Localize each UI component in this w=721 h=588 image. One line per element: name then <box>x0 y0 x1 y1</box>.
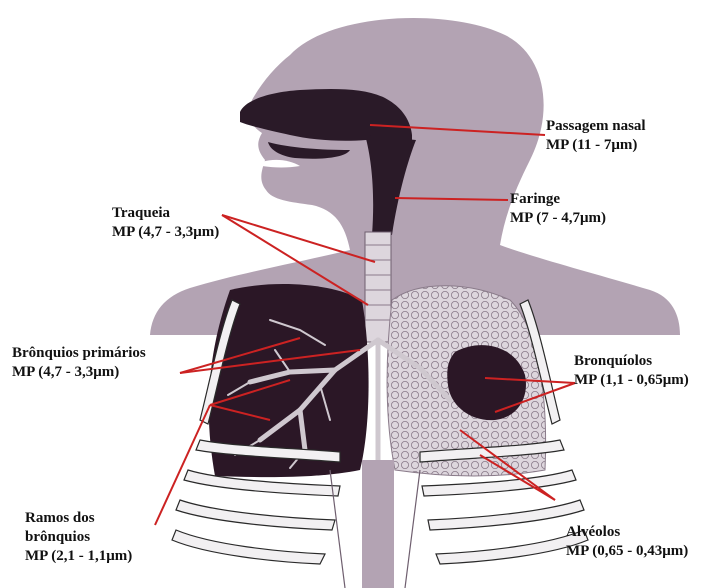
label-bronquiolos-title: Bronquíolos <box>574 352 689 371</box>
label-faringe-title: Faringe <box>510 190 606 209</box>
label-passagem-nasal-value: MP (11 - 7μm) <box>546 136 646 155</box>
label-alveolos-value: MP (0,65 - 0,43μm) <box>566 542 688 561</box>
label-ramos-title-line1: Ramos dos <box>25 509 132 528</box>
label-ramos-dos-bronquios: Ramos dos brônquios MP (2,1 - 1,1μm) <box>25 509 132 566</box>
label-faringe: Faringe MP (7 - 4,7μm) <box>510 190 606 228</box>
label-traqueia-title: Traqueia <box>112 204 219 223</box>
label-ramos-value: MP (2,1 - 1,1μm) <box>25 547 132 566</box>
label-bronquiolos: Bronquíolos MP (1,1 - 0,65μm) <box>574 352 689 390</box>
label-alveolos: Alvéolos MP (0,65 - 0,43μm) <box>566 523 688 561</box>
label-faringe-value: MP (7 - 4,7μm) <box>510 209 606 228</box>
label-bronquios-primarios: Brônquios primários MP (4,7 - 3,3μm) <box>12 344 146 382</box>
label-alveolos-title: Alvéolos <box>566 523 688 542</box>
label-passagem-nasal: Passagem nasal MP (11 - 7μm) <box>546 117 646 155</box>
label-traqueia-value: MP (4,7 - 3,3μm) <box>112 223 219 242</box>
label-bronquios-primarios-title: Brônquios primários <box>12 344 146 363</box>
body-silhouette <box>150 18 680 335</box>
label-bronquiolos-value: MP (1,1 - 0,65μm) <box>574 371 689 390</box>
trachea <box>365 232 391 342</box>
label-ramos-title-line2: brônquios <box>25 528 132 547</box>
label-passagem-nasal-title: Passagem nasal <box>546 117 646 136</box>
label-bronquios-primarios-value: MP (4,7 - 3,3μm) <box>12 363 146 382</box>
label-traqueia: Traqueia MP (4,7 - 3,3μm) <box>112 204 219 242</box>
